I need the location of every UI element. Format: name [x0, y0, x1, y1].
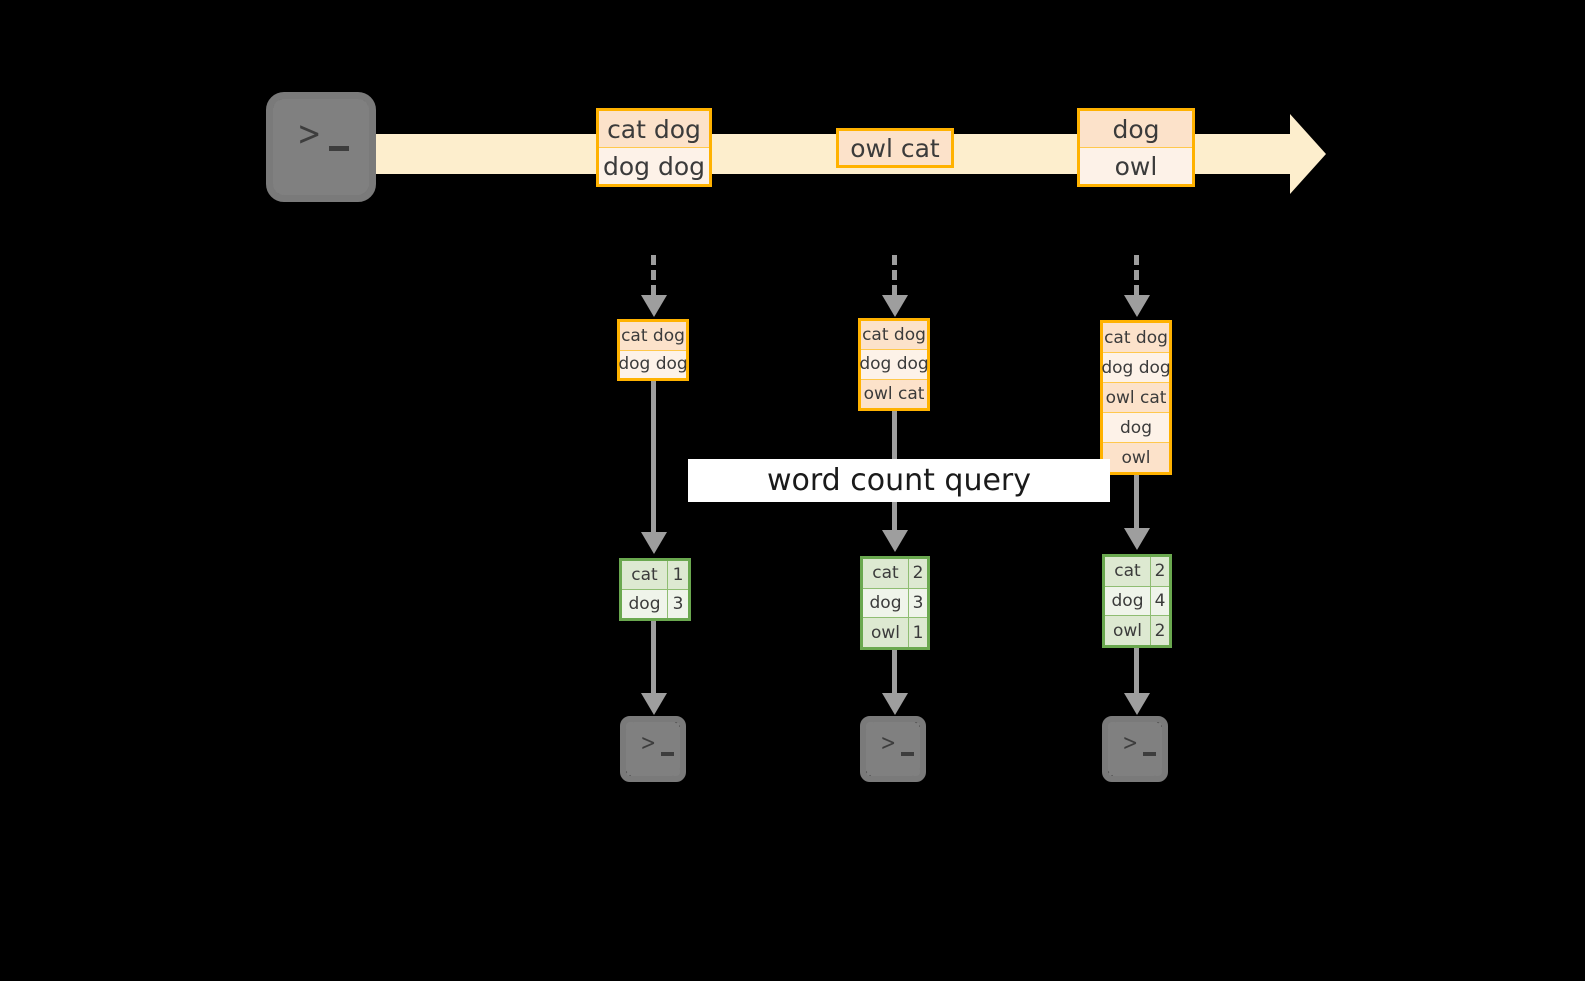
- stream-arrowhead: [1290, 114, 1326, 194]
- snapshot-1-accumulated-box[interactable]: cat dog dog dog: [617, 319, 689, 381]
- table-row: dog 4: [1105, 586, 1169, 617]
- terminal-screen: [866, 722, 920, 776]
- accumulated-line: dog dog: [1101, 353, 1171, 383]
- count-value: 1: [668, 561, 688, 589]
- accumulated-line: cat dog: [620, 322, 686, 351]
- terminal-screen: [626, 722, 680, 776]
- event-line: cat dog: [599, 111, 709, 148]
- snapshot-2-sink-terminal-icon[interactable]: >: [860, 716, 926, 782]
- count-word: cat: [863, 559, 909, 588]
- snapshot-3-query-arrowhead: [1124, 528, 1150, 550]
- snapshot-2-tap-line: [892, 255, 897, 295]
- count-word: dog: [622, 590, 668, 618]
- count-value: 4: [1151, 586, 1169, 616]
- snapshot-3-tap-line: [1134, 255, 1139, 295]
- query-banner-label: word count query: [766, 463, 1032, 498]
- snapshot-1-sink-terminal-icon[interactable]: >: [620, 716, 686, 782]
- snapshot-2-tap-arrowhead: [882, 295, 908, 317]
- stream-event-3[interactable]: dog owl: [1077, 108, 1195, 187]
- snapshot-3-accumulated-box[interactable]: cat dog dog dog owl cat dog owl: [1100, 320, 1172, 475]
- count-value: 3: [909, 588, 927, 618]
- snapshot-1-count-table[interactable]: cat 1 dog 3: [619, 558, 691, 621]
- count-word: dog: [1105, 586, 1151, 616]
- terminal-prompt-glyph: >: [1122, 731, 1139, 756]
- snapshot-3-count-table[interactable]: cat 2 dog 4 owl 2: [1102, 554, 1172, 648]
- snapshot-3-tap-arrowhead: [1124, 295, 1150, 317]
- source-terminal-icon[interactable]: >: [266, 92, 376, 202]
- table-row: cat 2: [863, 559, 927, 589]
- count-word: owl: [863, 618, 909, 648]
- snapshot-3-query-line: [1134, 475, 1139, 528]
- query-banner: word count query: [688, 459, 1110, 502]
- table-row: cat 1: [622, 561, 688, 590]
- count-word: dog: [863, 588, 909, 618]
- snapshot-1-query-arrowhead: [641, 532, 667, 554]
- table-row: owl 1: [863, 618, 927, 648]
- table-row: dog 3: [622, 590, 688, 618]
- snapshot-1-query-line: [651, 381, 656, 532]
- count-value: 2: [909, 559, 927, 588]
- accumulated-line: dog dog: [859, 350, 929, 380]
- accumulated-line: owl cat: [1103, 383, 1169, 413]
- stream-event-2[interactable]: owl cat: [836, 128, 954, 168]
- terminal-cursor-glyph: [1143, 752, 1156, 756]
- count-value: 3: [668, 590, 688, 618]
- terminal-screen: [1108, 722, 1162, 776]
- count-value: 2: [1151, 616, 1169, 646]
- snapshot-1-sink-arrowhead: [641, 693, 667, 715]
- snapshot-3-sink-arrowhead: [1124, 693, 1150, 715]
- count-word: owl: [1105, 616, 1151, 646]
- stream-event-1[interactable]: cat dog dog dog: [596, 108, 712, 187]
- event-line: owl: [1080, 148, 1192, 184]
- count-word: cat: [622, 561, 668, 589]
- terminal-cursor-glyph: [661, 752, 674, 756]
- accumulated-line: owl: [1103, 443, 1169, 472]
- snapshot-2-count-table[interactable]: cat 2 dog 3 owl 1: [860, 556, 930, 650]
- terminal-screen: [273, 99, 369, 195]
- snapshot-1-sink-line: [651, 621, 656, 693]
- snapshot-2-sink-line: [892, 650, 897, 693]
- event-line: dog dog: [599, 148, 709, 184]
- snapshot-1-tap-arrowhead: [641, 295, 667, 317]
- snapshot-2-accumulated-box[interactable]: cat dog dog dog owl cat: [858, 318, 930, 411]
- accumulated-line: dog dog: [618, 350, 688, 378]
- accumulated-line: cat dog: [861, 321, 927, 351]
- count-value: 1: [909, 618, 927, 648]
- terminal-prompt-glyph: >: [640, 731, 657, 756]
- table-row: owl 2: [1105, 616, 1169, 646]
- snapshot-2-query-arrowhead: [882, 530, 908, 552]
- snapshot-3-sink-terminal-icon[interactable]: >: [1102, 716, 1168, 782]
- snapshot-1-tap-line: [651, 255, 656, 295]
- event-line: owl cat: [839, 131, 951, 165]
- accumulated-line: cat dog: [1103, 323, 1169, 353]
- terminal-cursor-glyph: [901, 752, 914, 756]
- terminal-cursor-glyph: [329, 146, 349, 151]
- terminal-prompt-glyph: >: [880, 731, 897, 756]
- snapshot-3-sink-line: [1134, 648, 1139, 693]
- terminal-prompt-glyph: >: [297, 114, 322, 154]
- table-row: dog 3: [863, 588, 927, 619]
- snapshot-2-sink-arrowhead: [882, 693, 908, 715]
- accumulated-line: owl cat: [861, 379, 927, 408]
- count-value: 2: [1151, 557, 1169, 586]
- event-line: dog: [1080, 111, 1192, 148]
- accumulated-line: dog: [1103, 413, 1169, 443]
- count-word: cat: [1105, 557, 1151, 586]
- table-row: cat 2: [1105, 557, 1169, 587]
